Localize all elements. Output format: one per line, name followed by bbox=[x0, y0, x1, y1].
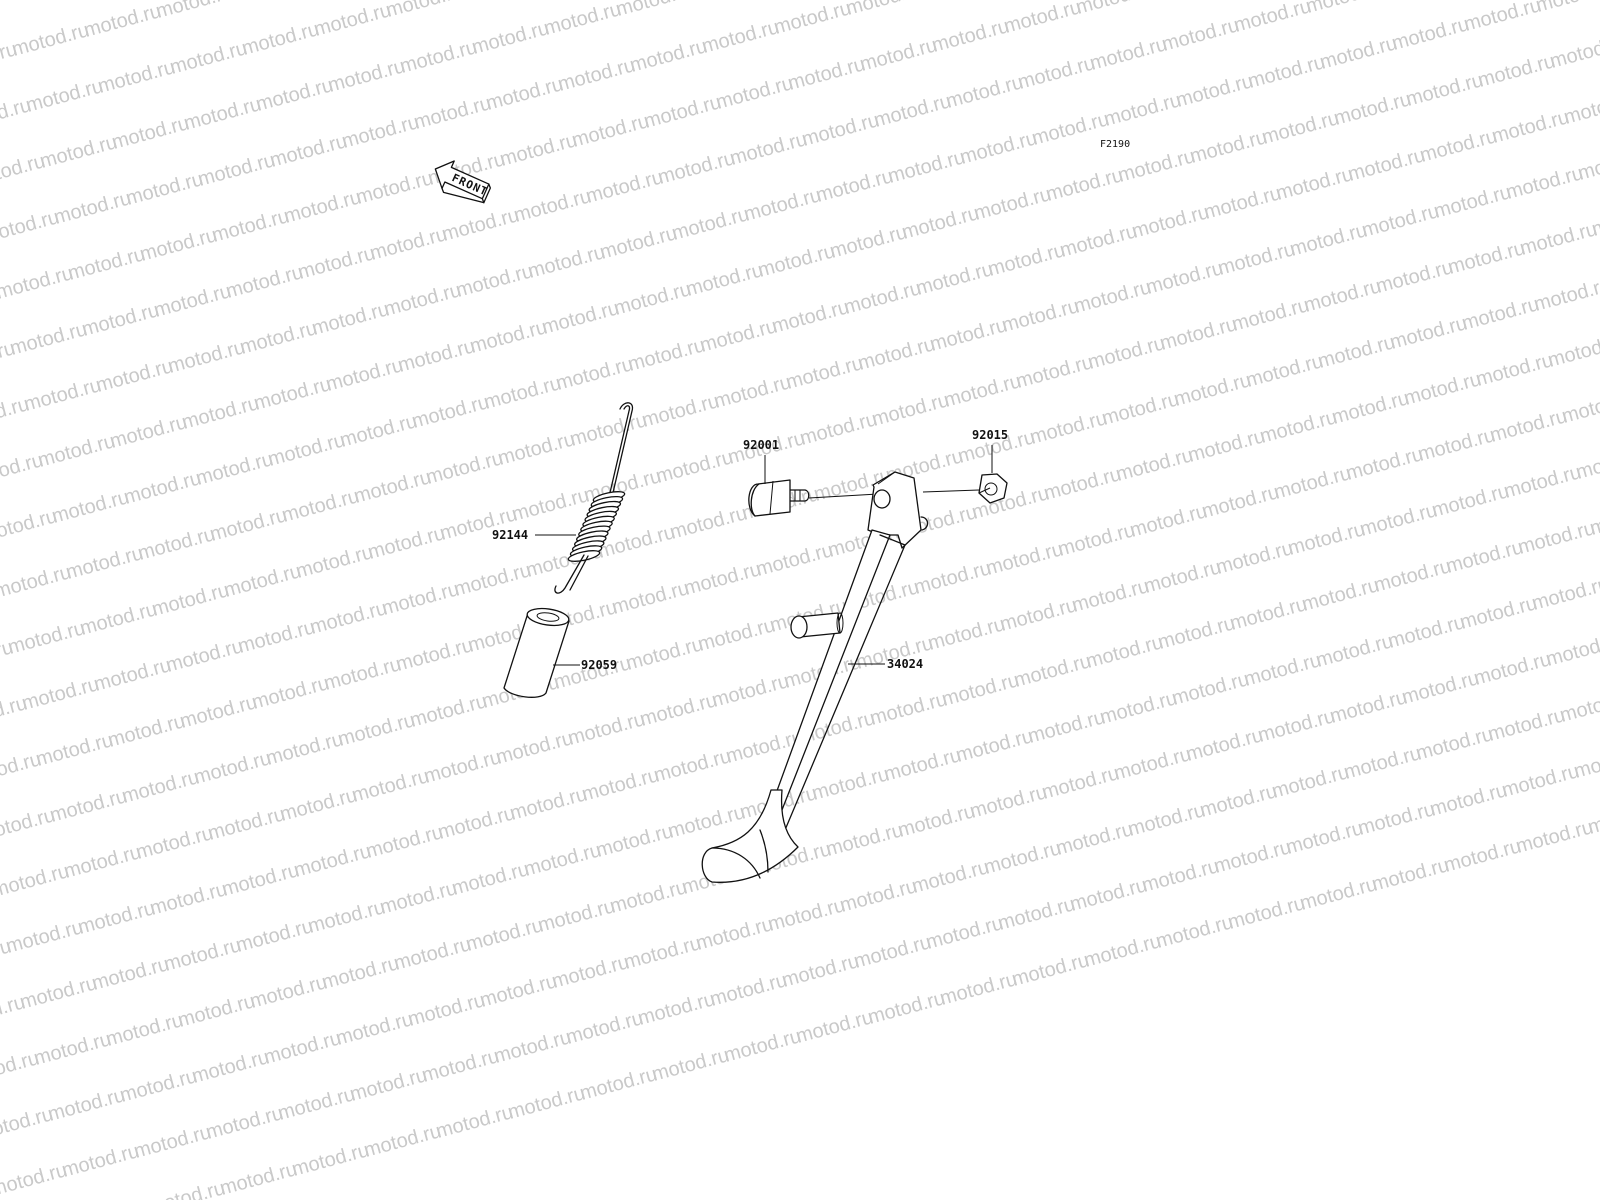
front-arrow-icon: FRONT bbox=[434, 160, 492, 204]
diagram-code: F2190 bbox=[1100, 139, 1130, 150]
spring-coils bbox=[567, 491, 626, 562]
nut-axis-line bbox=[922, 489, 980, 493]
part-number-92144[interactable]: 92144 bbox=[492, 528, 528, 542]
part-number-92001[interactable]: 92001 bbox=[743, 438, 779, 452]
spring-92144[interactable] bbox=[554, 402, 634, 594]
side-stand-34024[interactable] bbox=[701, 471, 929, 883]
nut-92015[interactable] bbox=[978, 473, 1008, 504]
part-number-92059[interactable]: 92059 bbox=[581, 658, 617, 672]
bolt-92001[interactable] bbox=[748, 479, 810, 517]
part-number-34024[interactable]: 34024 bbox=[887, 657, 923, 671]
collar-92059[interactable] bbox=[503, 606, 570, 698]
part-number-92015[interactable]: 92015 bbox=[972, 428, 1008, 442]
bolt-axis-line bbox=[808, 493, 879, 499]
